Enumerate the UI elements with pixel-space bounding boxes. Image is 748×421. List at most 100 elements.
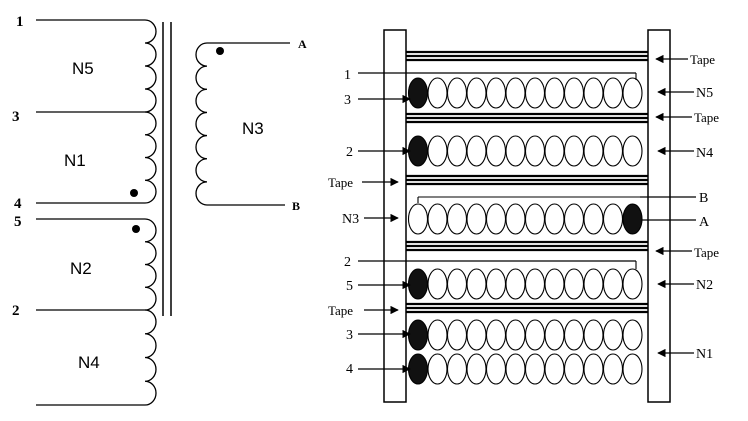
winding-row-n1-b-start-wire: [407, 353, 429, 385]
winding-row-n5: [407, 77, 643, 109]
winding-label-n2: N2: [70, 259, 92, 278]
xs-label-tape-right-a: Tape: [694, 110, 719, 125]
xs-label-2-bottom: 2: [344, 255, 351, 270]
winding-row-n1-b-wire: [524, 353, 546, 385]
winding-row-n5-wire: [446, 77, 468, 109]
coil-n5: [144, 19, 157, 113]
winding-row-n3-wire: [466, 203, 487, 235]
winding-row-n5-wire: [602, 77, 624, 109]
secondary-coil-n3: [195, 42, 290, 206]
winding-row-n1-a-start-wire: [407, 319, 429, 351]
winding-row-n5-wire: [583, 77, 604, 109]
tape-layers: [406, 50, 648, 314]
polarity-dot-n2: [132, 225, 140, 233]
winding-row-n1-b-wire: [563, 353, 585, 385]
winding-row-n1-b-wire: [427, 353, 448, 385]
winding-label-n3: N3: [242, 119, 264, 138]
xs-label-1: 1: [344, 68, 351, 83]
coil-n4: [144, 309, 157, 406]
winding-row-n4-wire: [427, 135, 448, 167]
winding-row-n1-a-wire: [602, 319, 624, 351]
winding-row-n1-a-wire: [446, 319, 468, 351]
pin-label-1: 1: [16, 14, 24, 30]
winding-row-n4-wire: [583, 135, 604, 167]
pin-label-a: A: [298, 37, 307, 51]
winding-row-n5-wire: [544, 77, 565, 109]
winding-row-n4-wire: [602, 135, 624, 167]
coil-n2: [144, 218, 157, 311]
winding-row-n4-wire: [485, 135, 507, 167]
coil-n3: [195, 42, 208, 206]
winding-row-n3-wire: [544, 203, 565, 235]
cross-section: 1 3 2 Tape N3 2 5 Tape 3 4 Tape N5 Tape …: [328, 29, 719, 403]
xs-label-n2: N2: [696, 278, 713, 293]
winding-row-n3-wire: [505, 203, 526, 235]
bobbin-wall-left: [383, 29, 407, 403]
winding-row-n1-b-wire: [505, 353, 526, 385]
winding-row-n4: [407, 135, 643, 167]
winding-row-n3-wire: [485, 203, 507, 235]
winding-row-n3: [407, 203, 643, 235]
winding-row-n5-wire: [622, 77, 643, 109]
pin-label-3: 3: [12, 109, 20, 125]
tape-layer-n5-n4: [406, 112, 648, 124]
xs-label-n5: N5: [696, 86, 713, 101]
winding-row-n4-wire: [446, 135, 468, 167]
winding-row-n2-wire: [602, 268, 624, 300]
winding-row-n5-wire: [505, 77, 526, 109]
winding-row-n1-b-wire: [622, 353, 643, 385]
winding-row-n1-a-wire: [466, 319, 487, 351]
winding-row-n4-wire: [524, 135, 546, 167]
winding-row-n1-b-wire: [544, 353, 565, 385]
winding-row-n1-a-wire: [485, 319, 507, 351]
winding-row-n1-a-wire: [427, 319, 448, 351]
winding-row-n2-wire: [505, 268, 526, 300]
winding-row-n4-wire: [466, 135, 487, 167]
xs-label-tape-left-2: Tape: [328, 303, 353, 318]
tape-layer-top: [406, 50, 648, 62]
winding-row-n1-b-wire: [446, 353, 468, 385]
coil-n1: [144, 111, 157, 204]
winding-row-n1-b-wire: [485, 353, 507, 385]
winding-row-n2-wire: [583, 268, 604, 300]
winding-row-n1-a-wire: [544, 319, 565, 351]
winding-row-n1-a-wire: [563, 319, 585, 351]
winding-row-n3-wire: [524, 203, 546, 235]
winding-row-n1-b-wire: [602, 353, 624, 385]
winding-row-n2-wire: [563, 268, 585, 300]
polarity-dot-n1: [130, 189, 138, 197]
xs-label-tape-top: Tape: [690, 52, 715, 67]
primary-coils: [36, 19, 157, 406]
winding-row-n2-wire: [466, 268, 487, 300]
winding-row-n2-wire: [485, 268, 507, 300]
winding-row-n3-wire: [446, 203, 468, 235]
right-arrows: [640, 54, 696, 358]
polarity-dot-n3: [216, 47, 224, 55]
winding-label-n5: N5: [72, 59, 94, 78]
tape-layer-n2-n1: [406, 302, 648, 314]
schematic: 1 3 4 5 2 A B N5 N1 N2 N4 N3: [12, 14, 307, 406]
left-arrows: [358, 72, 636, 374]
winding-row-n1-a-wire: [622, 319, 643, 351]
xs-label-tape-right-b: Tape: [694, 245, 719, 260]
winding-label-n4: N4: [78, 353, 100, 372]
winding-row-n1-a: [407, 319, 643, 351]
winding-row-n1-a-wire: [583, 319, 604, 351]
winding-row-n5-wire: [466, 77, 487, 109]
winding-row-n2-start-wire: [407, 268, 429, 300]
winding-row-n2: [407, 268, 643, 300]
pin-label-2: 2: [12, 303, 20, 319]
xs-label-tape-left-1: Tape: [328, 175, 353, 190]
xs-label-2-top: 2: [346, 145, 353, 160]
winding-row-n2-wire: [446, 268, 468, 300]
winding-row-n5-start-wire: [407, 77, 429, 109]
winding-row-n5-wire: [427, 77, 448, 109]
pin-label-b: B: [292, 199, 300, 213]
winding-label-n1: N1: [64, 151, 86, 170]
winding-row-n3-wire: [583, 203, 604, 235]
winding-row-n3-wire: [563, 203, 585, 235]
winding-row-n4-wire: [544, 135, 565, 167]
wire-rows: [407, 73, 643, 385]
winding-row-n1-a-wire: [505, 319, 526, 351]
